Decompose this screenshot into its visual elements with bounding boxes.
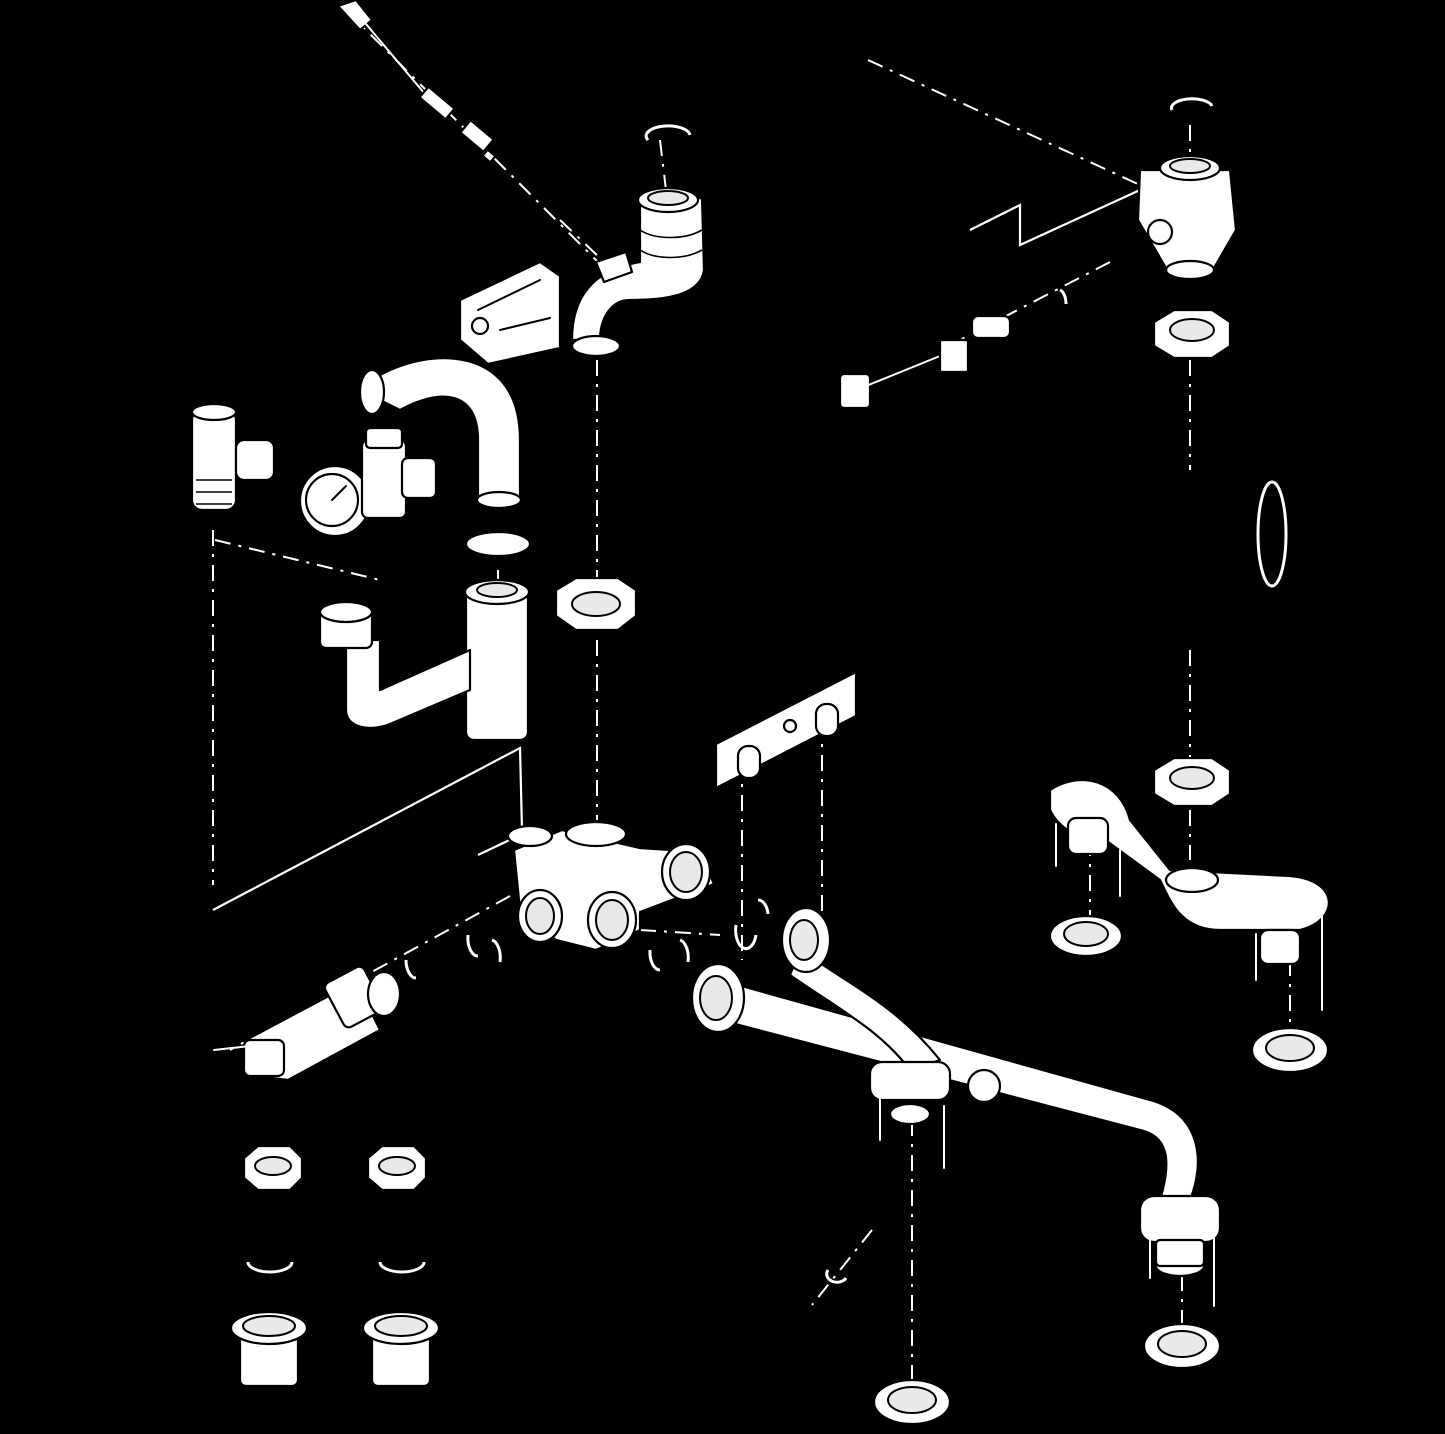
- right-pipe-assembly: [1048, 778, 1330, 966]
- bottom-left-connectors: [229, 1310, 441, 1388]
- hex-nut-center: [554, 576, 638, 632]
- assembly-leader-lines: [212, 9, 1291, 1380]
- large-o-ring: [1256, 480, 1288, 588]
- o-rings-small: [246, 97, 1214, 1284]
- retaining-clip: [458, 260, 562, 366]
- temperature-sensor-top-left: [336, 0, 497, 164]
- pressure-gauge: [298, 426, 438, 538]
- central-manifold: [506, 820, 716, 952]
- diverter-valve-actuator: [213, 965, 402, 1082]
- hex-nut-right-upper: [1152, 308, 1232, 360]
- upper-elbow-pipe: [570, 186, 706, 358]
- tee-fitting: [318, 578, 531, 742]
- flat-gaskets: [872, 914, 1330, 1426]
- bottom-left-nuts: [242, 1144, 428, 1192]
- u-bend-pipe: [358, 357, 523, 510]
- flat-washer: [464, 530, 532, 558]
- long-return-pipe: [690, 906, 1222, 1278]
- screws: [879, 823, 1323, 1307]
- upper-right-fitting: [1136, 154, 1238, 281]
- mounting-bracket: [714, 670, 858, 790]
- safety-valve: [190, 402, 276, 512]
- right-sensor-probe: [838, 314, 1012, 410]
- hex-nut-right-lower: [1152, 756, 1232, 808]
